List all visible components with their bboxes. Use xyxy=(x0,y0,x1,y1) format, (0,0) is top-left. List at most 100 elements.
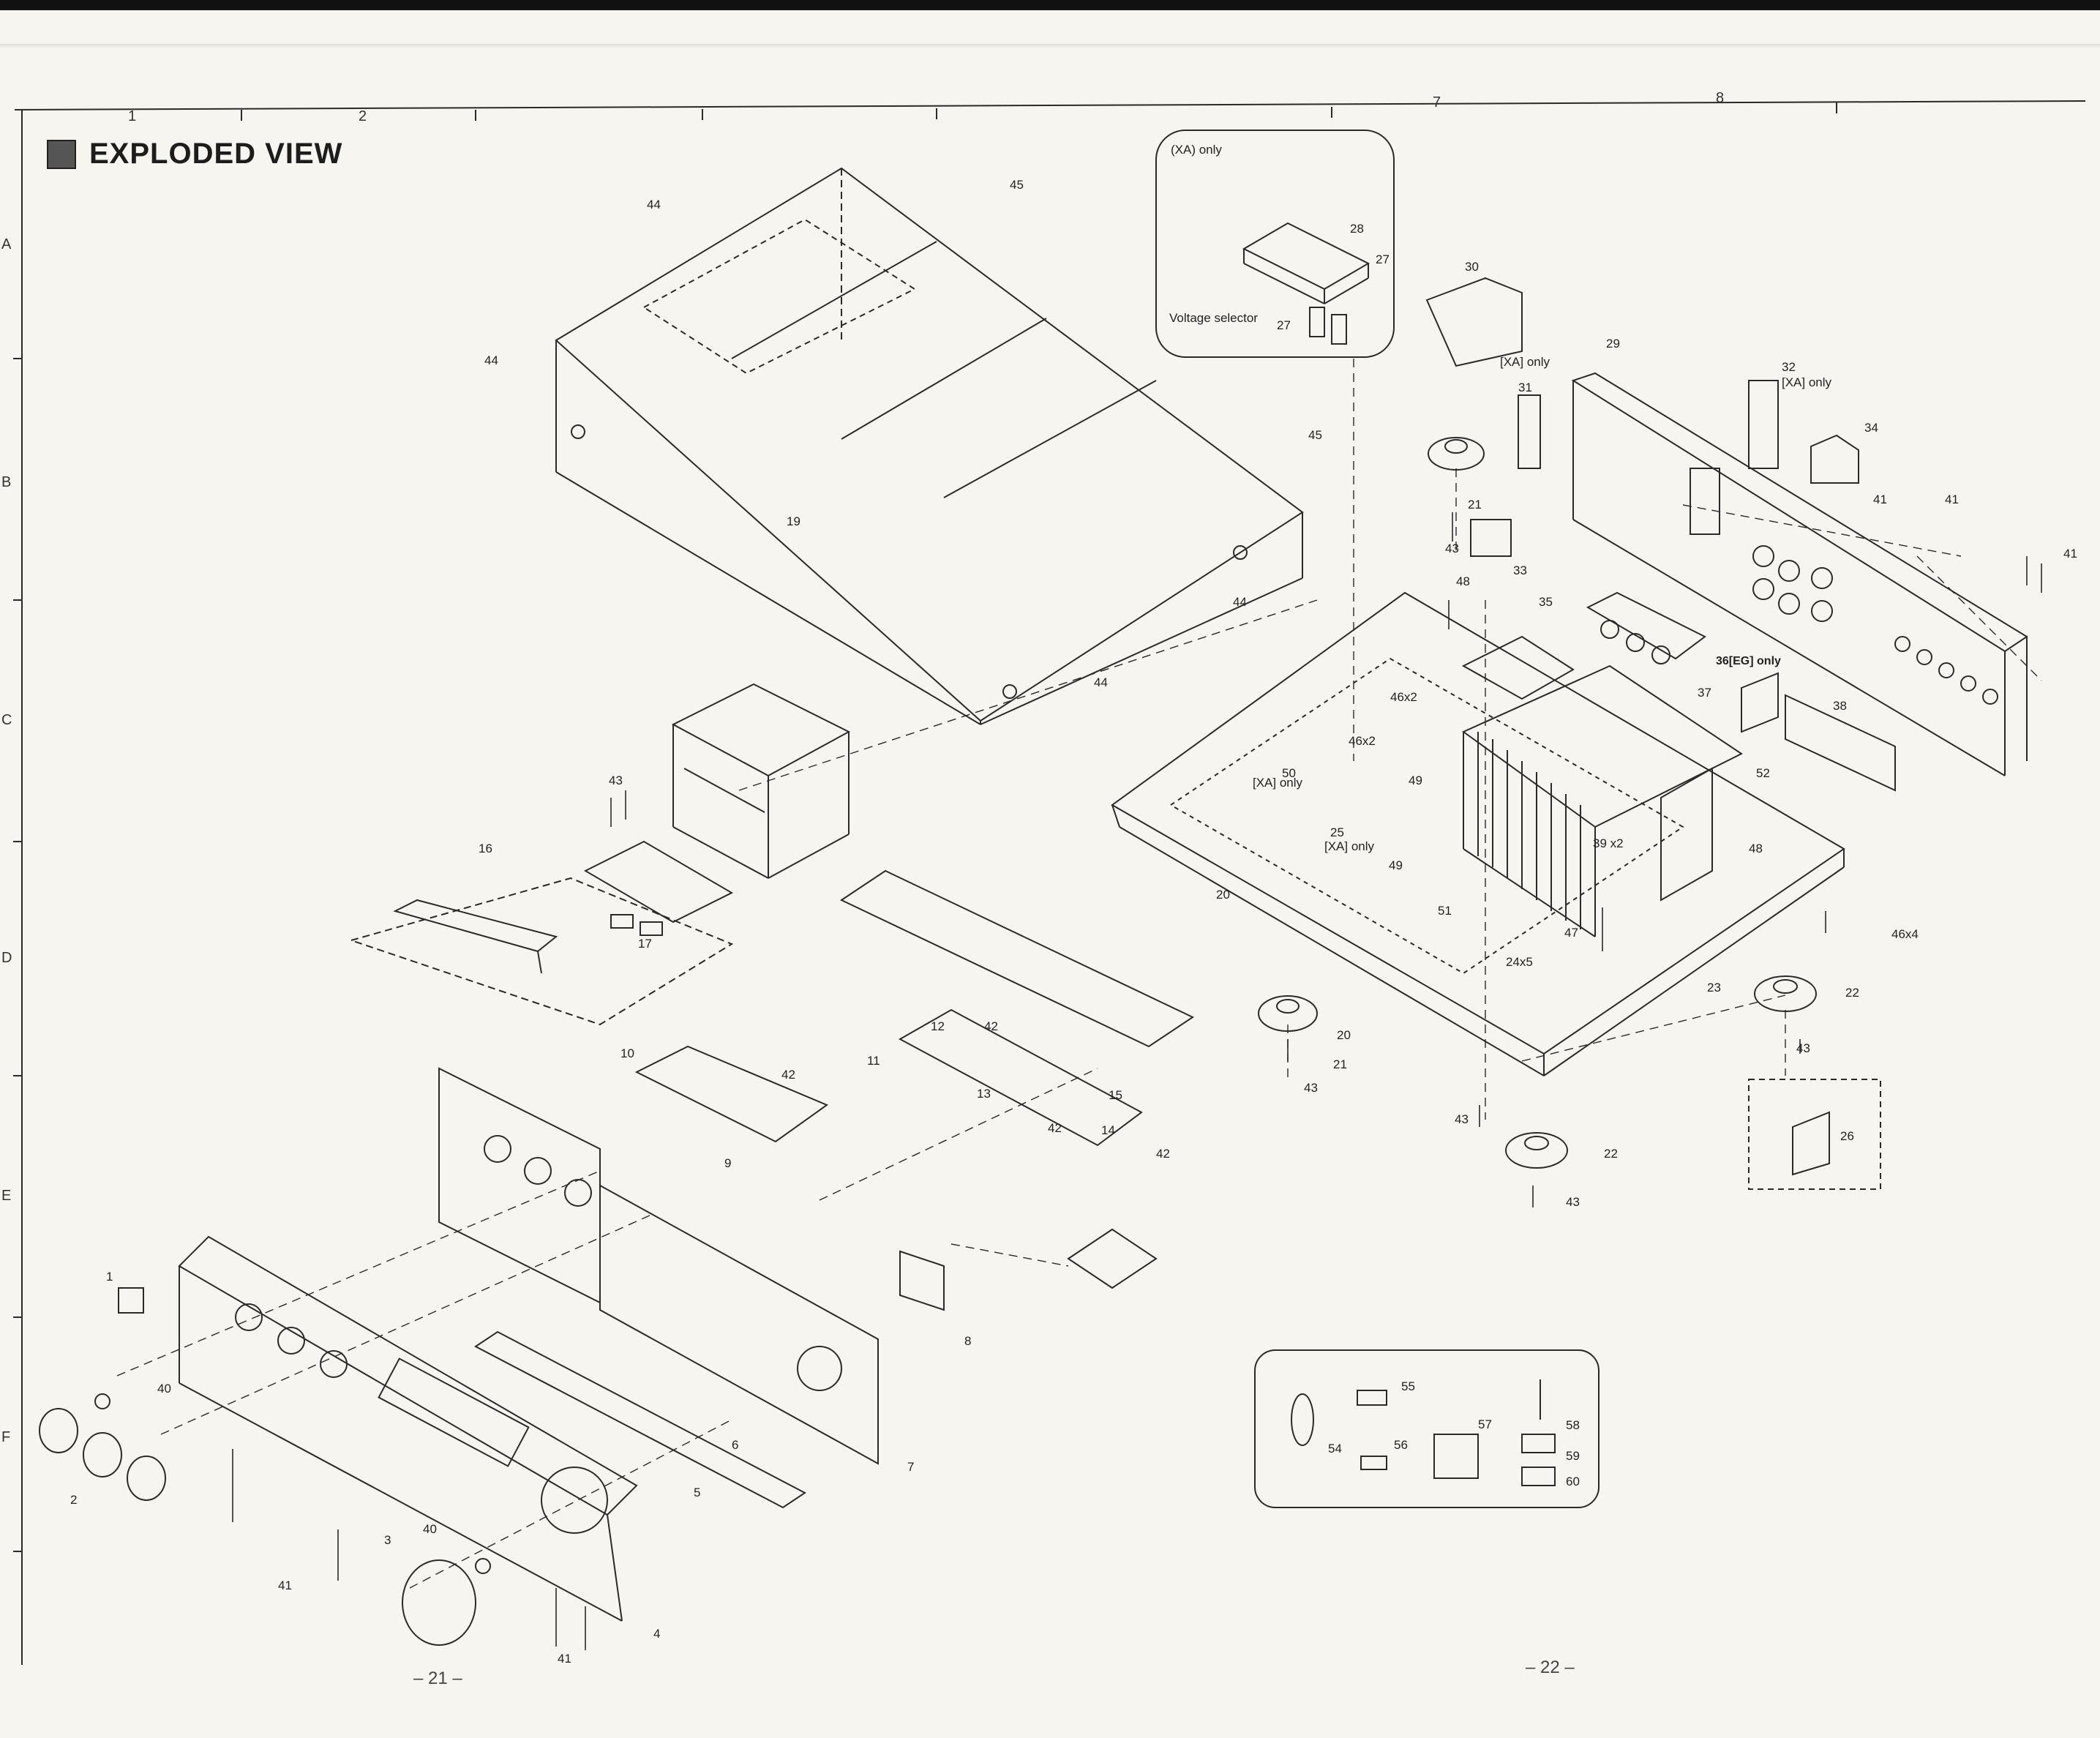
paper-edge xyxy=(0,44,2100,48)
function-board xyxy=(898,1008,1143,1147)
callout-45a: 45 xyxy=(1010,178,1024,192)
callout-47: 47 xyxy=(1564,926,1578,940)
part-26-bracket xyxy=(1792,1111,1830,1176)
callout-43f: 43 xyxy=(1566,1195,1580,1209)
callout-29: 29 xyxy=(1606,337,1620,351)
callout-37: 37 xyxy=(1698,686,1711,700)
column-label-7: 7 xyxy=(1433,94,1441,111)
callout-45b: 45 xyxy=(1308,428,1322,442)
column-label-8: 8 xyxy=(1716,90,1724,106)
callout-3: 3 xyxy=(384,1533,391,1547)
title-square-icon xyxy=(47,139,76,169)
knob-2b xyxy=(83,1432,122,1477)
callout-2: 2 xyxy=(70,1493,77,1507)
tone-board xyxy=(634,1045,829,1143)
callout-8: 8 xyxy=(964,1334,971,1348)
callout-15: 15 xyxy=(1109,1088,1122,1102)
callout-38: 38 xyxy=(1833,699,1847,713)
part-26-box xyxy=(1748,1079,1881,1190)
washer-40a xyxy=(94,1393,110,1409)
voltage-selector-label: Voltage selector xyxy=(1169,311,1258,325)
callout-56: 56 xyxy=(1394,1438,1408,1452)
callout-43b: 43 xyxy=(1445,542,1459,555)
callout-48a: 48 xyxy=(1456,574,1470,588)
speaker-terminal-34 xyxy=(1810,434,1859,484)
callout-19: 19 xyxy=(787,514,800,528)
front-panel xyxy=(178,1235,638,1622)
callout-39: 39 x2 xyxy=(1593,836,1624,850)
callout-14: 14 xyxy=(1101,1123,1115,1137)
callout-24: 24x5 xyxy=(1506,955,1533,969)
callout-6: 6 xyxy=(732,1438,738,1452)
callout-25: 25 xyxy=(1330,825,1344,839)
callout-41d: 41 xyxy=(278,1578,292,1592)
heatsink xyxy=(1461,635,1743,937)
callout-34: 34 xyxy=(1864,421,1878,435)
callout-27b: 27 xyxy=(1277,318,1291,332)
callout-41a: 41 xyxy=(1873,492,1887,506)
screws xyxy=(232,512,2042,1650)
callout-16: 16 xyxy=(479,842,492,855)
callout-50: 50 xyxy=(1282,766,1296,780)
callout-44c: 44 xyxy=(1233,595,1247,609)
callout-54: 54 xyxy=(1328,1442,1342,1456)
heatsink-bracket xyxy=(1660,767,1713,902)
column-label-2: 2 xyxy=(359,108,367,124)
volume-knob-3 xyxy=(402,1559,476,1646)
inset-connectors-frame xyxy=(1254,1349,1600,1508)
callout-44d: 44 xyxy=(1094,675,1108,689)
slide-lever-bar-5 xyxy=(474,1330,806,1509)
power-switch-rod xyxy=(393,899,558,974)
terminal-block-35 xyxy=(1586,591,1706,664)
page-number-right: – 22 – xyxy=(1526,1658,1575,1677)
connector-56 xyxy=(1360,1456,1387,1470)
power-board xyxy=(583,840,734,936)
callout-48b: 48 xyxy=(1749,842,1763,855)
callout-41e: 41 xyxy=(558,1652,571,1666)
rear-panel xyxy=(1571,372,2028,776)
connector-59 xyxy=(1521,1434,1556,1453)
callout-22b: 22 xyxy=(1604,1147,1618,1161)
volume-board-8 xyxy=(899,1250,945,1311)
washer-40b xyxy=(475,1558,491,1574)
callout-7: 7 xyxy=(907,1460,914,1474)
power-transformer xyxy=(671,683,851,879)
callout-44b: 44 xyxy=(647,198,661,211)
board-outline-dashed xyxy=(348,877,734,1026)
callout-46c: 46x4 xyxy=(1891,927,1919,941)
callout-55: 55 xyxy=(1401,1379,1415,1393)
callout-12: 12 xyxy=(931,1019,945,1033)
terminal-37 xyxy=(1741,672,1779,733)
chassis xyxy=(1111,591,1845,1076)
note-eg-36: 36[EG] only xyxy=(1716,655,1781,667)
callout-28: 28 xyxy=(1350,222,1364,236)
callout-21a: 21 xyxy=(1468,498,1482,512)
callout-49a: 49 xyxy=(1409,774,1422,787)
callout-11: 11 xyxy=(867,1054,880,1068)
row-label-f: F xyxy=(1,1429,10,1445)
callout-13: 13 xyxy=(977,1087,991,1101)
callout-57: 57 xyxy=(1478,1417,1492,1431)
foot-21-top xyxy=(1428,437,1485,471)
knob-2c xyxy=(127,1456,166,1501)
callout-10: 10 xyxy=(620,1046,634,1060)
callout-1: 1 xyxy=(106,1270,113,1284)
callout-9: 9 xyxy=(724,1156,731,1170)
connector-55 xyxy=(1357,1390,1387,1406)
connector-clamp-54 xyxy=(1291,1393,1314,1446)
callout-43a: 43 xyxy=(609,774,623,787)
callout-41b: 41 xyxy=(1945,492,1959,506)
note-xa-25: [XA] only xyxy=(1324,839,1375,853)
row-label-d: D xyxy=(1,950,12,966)
callout-35: 35 xyxy=(1539,595,1553,609)
callout-4: 4 xyxy=(653,1627,660,1641)
row-label-e: E xyxy=(1,1188,11,1204)
row-label-c: C xyxy=(1,712,12,728)
callout-59: 59 xyxy=(1566,1449,1580,1463)
callout-43c: 43 xyxy=(1304,1081,1318,1095)
callout-40b: 40 xyxy=(423,1522,437,1536)
column-label-1: 1 xyxy=(128,108,136,124)
sub-panel-left xyxy=(438,1067,601,1304)
callout-32: 32 xyxy=(1782,360,1796,374)
